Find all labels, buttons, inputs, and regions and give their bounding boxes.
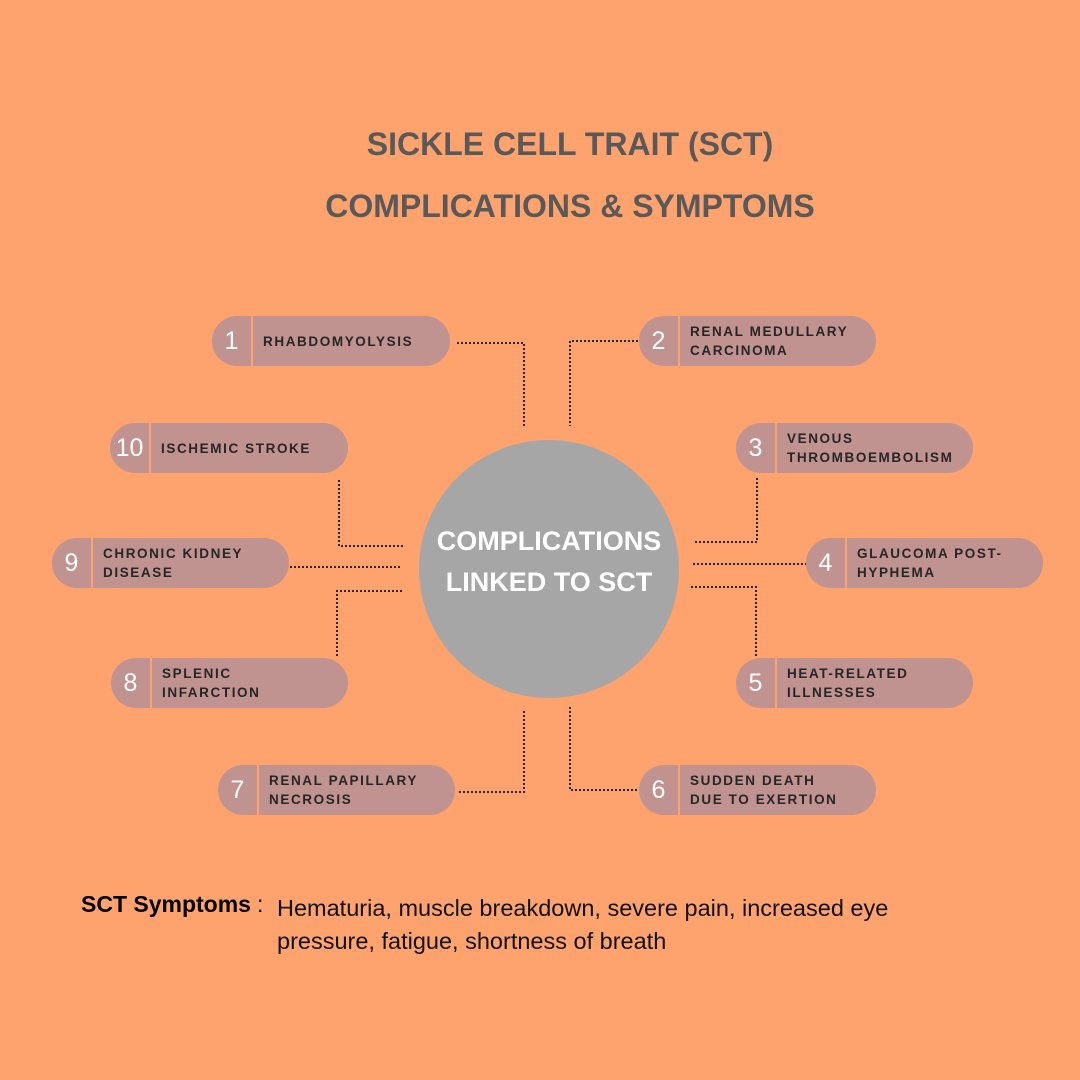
node-label: SUDDEN DEATH DUE TO EXERTION — [690, 773, 838, 807]
complication-node-9: 9 CHRONIC KIDNEY DISEASE — [52, 538, 289, 588]
complication-node-6: 6 SUDDEN DEATH DUE TO EXERTION — [639, 765, 876, 815]
connector-3 — [693, 478, 758, 543]
complication-node-4: 4 GLAUCOMA POST- HYPHEMA — [806, 538, 1043, 588]
node-label: SPLENIC INFARCTION — [162, 666, 261, 700]
node-label: HEAT-RELATED ILLNESSES — [787, 666, 909, 700]
symptoms-text: Hematuria, muscle breakdown, severe pain… — [277, 895, 889, 954]
node-label: GLAUCOMA POST- HYPHEMA — [857, 546, 1003, 580]
node-number: 10 — [110, 423, 151, 473]
complication-node-7: 7 RENAL PAPILLARY NECROSIS — [218, 765, 455, 815]
node-number: 3 — [736, 423, 777, 473]
connector-8 — [336, 590, 402, 658]
node-label: RHABDOMYOLYSIS — [263, 333, 414, 349]
node-number: 4 — [806, 538, 847, 588]
node-number: 9 — [52, 538, 93, 588]
node-label: CHRONIC KIDNEY DISEASE — [103, 546, 244, 580]
connector-7 — [457, 711, 525, 793]
symptoms-label: SCT Symptoms — [81, 891, 251, 917]
title-line-2: COMPLICATIONS & SYMPTOMS — [325, 188, 815, 224]
hub-text: COMPLICATIONS LINKED TO SCT — [436, 526, 662, 597]
complication-node-1: 1 RHABDOMYOLYSIS — [212, 316, 450, 366]
node-number: 5 — [736, 658, 777, 708]
node-number: 2 — [639, 316, 680, 366]
node-label: RENAL PAPILLARY NECROSIS — [269, 773, 419, 807]
node-number: 7 — [218, 765, 259, 815]
central-hub-circle: COMPLICATIONS LINKED TO SCT — [419, 440, 679, 698]
complication-node-10: 10 ISCHEMIC STROKE — [110, 423, 348, 473]
complication-node-5: 5 HEAT-RELATED ILLNESSES — [736, 658, 973, 708]
connector-1 — [457, 342, 525, 426]
page-title: SICKLE CELL TRAIT (SCT) COMPLICATIONS & … — [0, 113, 1080, 237]
symptoms-colon: : — [257, 891, 264, 917]
connector-6 — [569, 707, 638, 791]
complication-node-3: 3 VENOUS THROMBOEMBOLISM — [736, 423, 973, 473]
title-line-1: SICKLE CELL TRAIT (SCT) — [366, 126, 774, 162]
node-label: ISCHEMIC STROKE — [161, 440, 312, 456]
connector-5 — [691, 586, 757, 658]
node-number: 1 — [212, 316, 253, 366]
connector-2 — [569, 340, 638, 426]
node-label: VENOUS THROMBOEMBOLISM — [787, 431, 954, 465]
complication-node-2: 2 RENAL MEDULLARY CARCINOMA — [639, 316, 876, 366]
node-label: RENAL MEDULLARY CARCINOMA — [690, 324, 849, 358]
complication-node-8: 8 SPLENIC INFARCTION — [111, 658, 348, 708]
connector-10 — [338, 480, 404, 547]
node-number: 6 — [639, 765, 680, 815]
node-number: 8 — [111, 658, 152, 708]
